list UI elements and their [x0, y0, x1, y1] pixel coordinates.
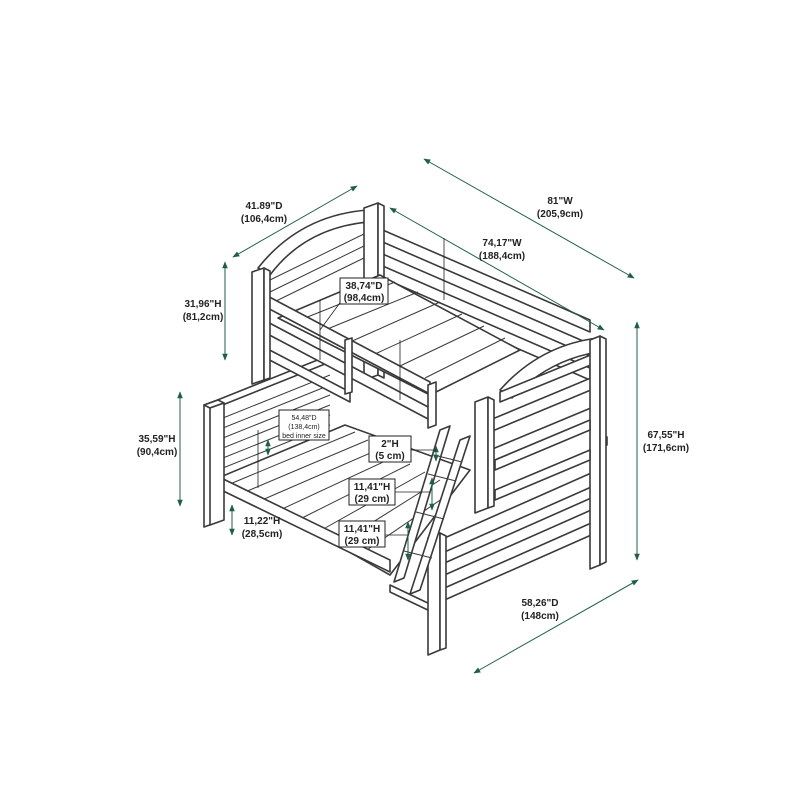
top-inner-width-imperial: 74,17"W [482, 238, 522, 249]
bottom-inner-depth-label: 54,48"D (138,4cm) bed inner size [278, 409, 330, 441]
overall-height-label: 67,55"H (171,6cm) [643, 430, 689, 454]
bunk-bed-illustration [203, 202, 608, 656]
ladder-gap-upper-label: 11,41"H (29 cm) [348, 478, 396, 506]
ladder-step-label: 2"H (5 cm) [368, 435, 412, 463]
top-guard-height-label: 31,96"H (81,2cm) [183, 299, 224, 323]
right-end-panel [427, 335, 608, 656]
ladder-gap-lower-metric: (29 cm) [344, 536, 379, 547]
overall-depth-label: 58,26"D (148cm) [521, 598, 559, 622]
floor-clearance-label: 11,22"H (28,5cm) [242, 516, 283, 540]
bottom-inner-depth-imperial: 54,48"D [291, 415, 316, 422]
ladder-step-imperial: 2"H [381, 439, 399, 450]
front-left-post [203, 399, 225, 528]
top-depth-imperial: 41.89"D [246, 201, 283, 212]
top-inner-depth-metric: (98,4cm) [344, 293, 385, 304]
overall-width-metric: (205,9cm) [537, 209, 583, 220]
ladder-step-metric: (5 cm) [375, 451, 404, 462]
top-guard-height-imperial: 31,96"H [185, 299, 222, 310]
top-inner-width-metric: (188,4cm) [479, 251, 525, 262]
top-inner-depth-imperial: 38,74"D [346, 281, 383, 292]
dimension-lines [177, 158, 640, 674]
bottom-inner-depth-note: bed inner size [282, 433, 326, 440]
top-inner-depth-label: 38,74"D (98,4cm) [339, 277, 389, 305]
dimension-labels: 41.89"D (106,4cm) 81"W (205,9cm) 74,17"W… [137, 196, 689, 622]
top-inner-width-label: 74,17"W (188,4cm) [479, 238, 525, 262]
ladder-gap-upper-imperial: 11,41"H [354, 482, 390, 493]
top-guard-height-metric: (81,2cm) [183, 312, 224, 323]
overall-width-imperial: 81"W [547, 196, 573, 207]
overall-depth-imperial: 58,26"D [522, 598, 559, 609]
top-depth-label: 41.89"D (106,4cm) [241, 201, 287, 225]
ladder-gap-upper-metric: (29 cm) [354, 494, 389, 505]
bottom-clearance-imperial: 35,59"H [139, 434, 176, 445]
floor-clearance-imperial: 11,22"H [244, 516, 280, 527]
overall-width-label: 81"W (205,9cm) [537, 196, 583, 220]
ladder-gap-lower-imperial: 11,41"H [344, 524, 380, 535]
overall-height-metric: (171,6cm) [643, 443, 689, 454]
overall-depth-metric: (148cm) [521, 611, 559, 622]
bottom-inner-depth-metric: (138,4cm) [288, 424, 320, 431]
overall-height-imperial: 67,55"H [648, 430, 685, 441]
top-depth-metric: (106,4cm) [241, 214, 287, 225]
ladder-gap-lower-label: 11,41"H (29 cm) [338, 520, 386, 548]
bottom-clearance-metric: (90,4cm) [137, 447, 178, 458]
bottom-clearance-label: 35,59"H (90,4cm) [137, 434, 178, 458]
floor-clearance-metric: (28,5cm) [242, 529, 283, 540]
